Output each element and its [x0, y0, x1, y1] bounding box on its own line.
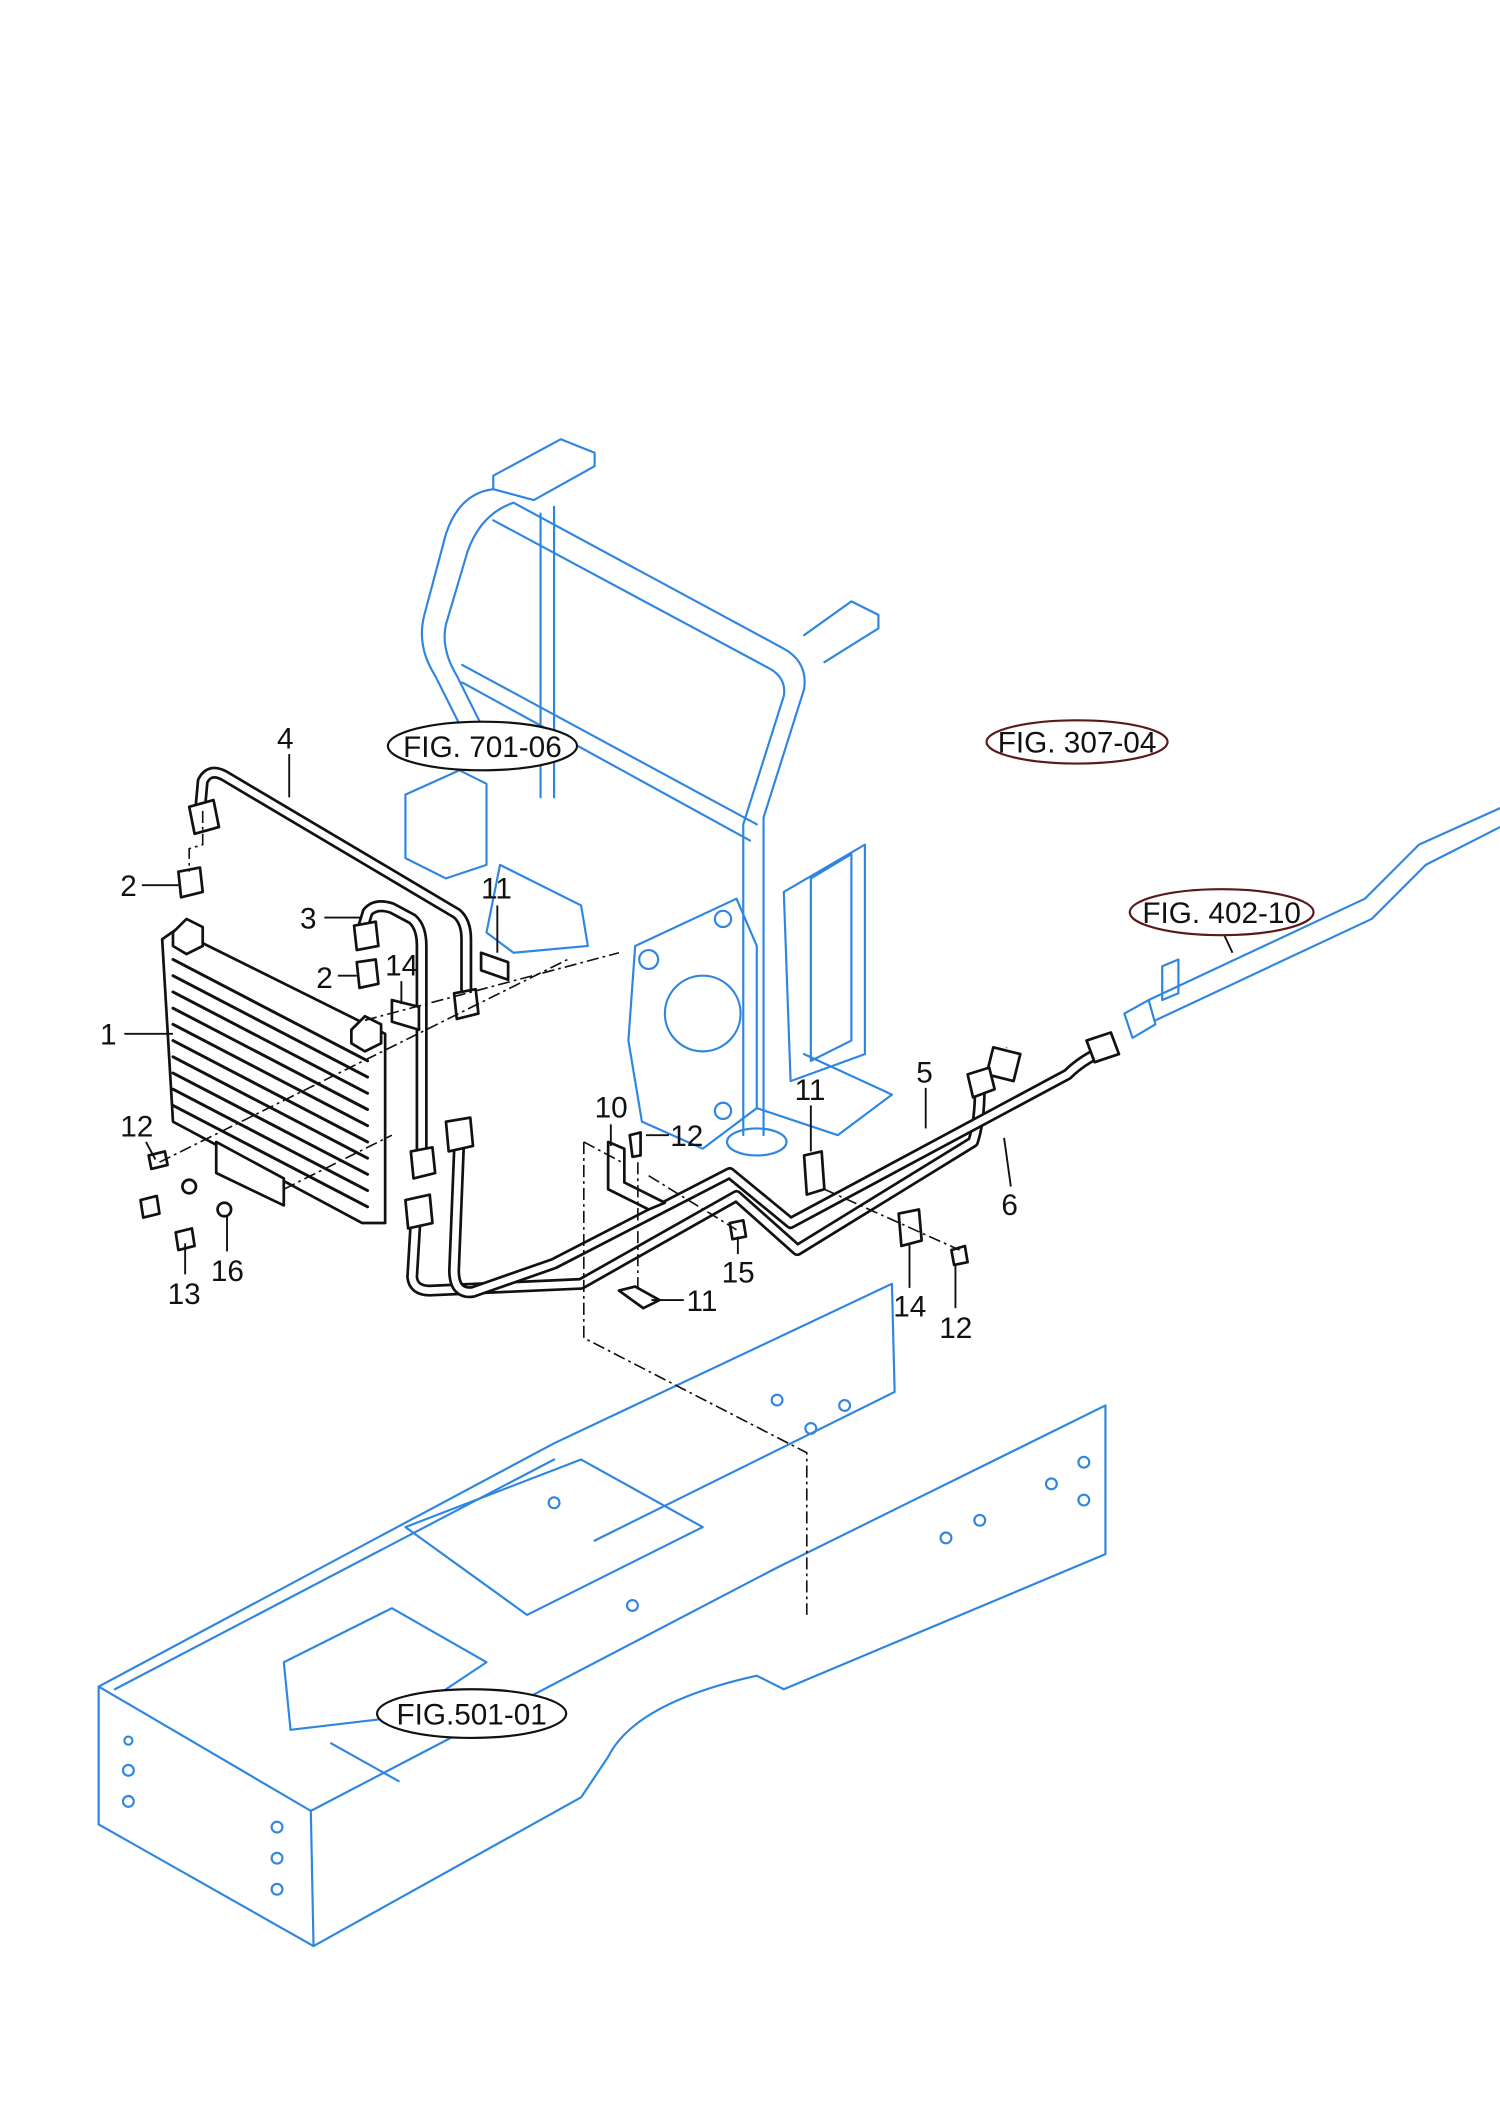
- callout-14: 14: [893, 1290, 926, 1323]
- callout-14: 14: [385, 950, 418, 983]
- oil-cooler: [160, 917, 387, 1225]
- callout-6: 6: [1001, 1189, 1018, 1222]
- figure-ref-label: FIG. 307-04: [998, 727, 1157, 760]
- brackets-clamps: [139, 951, 969, 1310]
- chassis-frame: [97, 1282, 1107, 1948]
- callout-16: 16: [211, 1255, 244, 1288]
- callout-12: 12: [120, 1111, 153, 1144]
- callout-11: 11: [795, 1074, 826, 1107]
- part-callouts: 1 2 2 3 4 5 6 10 11 11 11 12 12 12 13 14…: [100, 723, 1018, 1345]
- callout-4: 4: [277, 723, 294, 756]
- callout-10: 10: [595, 1092, 628, 1125]
- figure-ref-label: FIG.501-01: [396, 1698, 546, 1731]
- callout-3: 3: [300, 902, 317, 935]
- callout-11: 11: [481, 873, 512, 906]
- figure-ref-402-10[interactable]: FIG. 402-10: [1128, 888, 1315, 937]
- callout-15: 15: [722, 1256, 755, 1289]
- figure-ref-label: FIG. 402-10: [1142, 897, 1301, 930]
- callout-1: 1: [100, 1019, 117, 1052]
- callout-12: 12: [939, 1312, 972, 1345]
- cab-frame: [404, 438, 894, 1157]
- callout-5: 5: [916, 1056, 933, 1089]
- callout-2: 2: [316, 962, 333, 995]
- callout-13: 13: [168, 1278, 201, 1311]
- callout-12: 12: [670, 1120, 703, 1153]
- figure-ref-label: FIG. 701-06: [403, 731, 562, 764]
- figure-ref-701-06[interactable]: FIG. 701-06: [386, 720, 579, 772]
- figure-ref-501-01[interactable]: FIG.501-01: [375, 1688, 568, 1739]
- callout-2: 2: [120, 870, 137, 903]
- pipes: [177, 766, 1121, 1299]
- callout-11: 11: [687, 1285, 718, 1318]
- assembly-lines: [159, 810, 960, 1615]
- figure-ref-307-04[interactable]: FIG. 307-04: [985, 719, 1169, 765]
